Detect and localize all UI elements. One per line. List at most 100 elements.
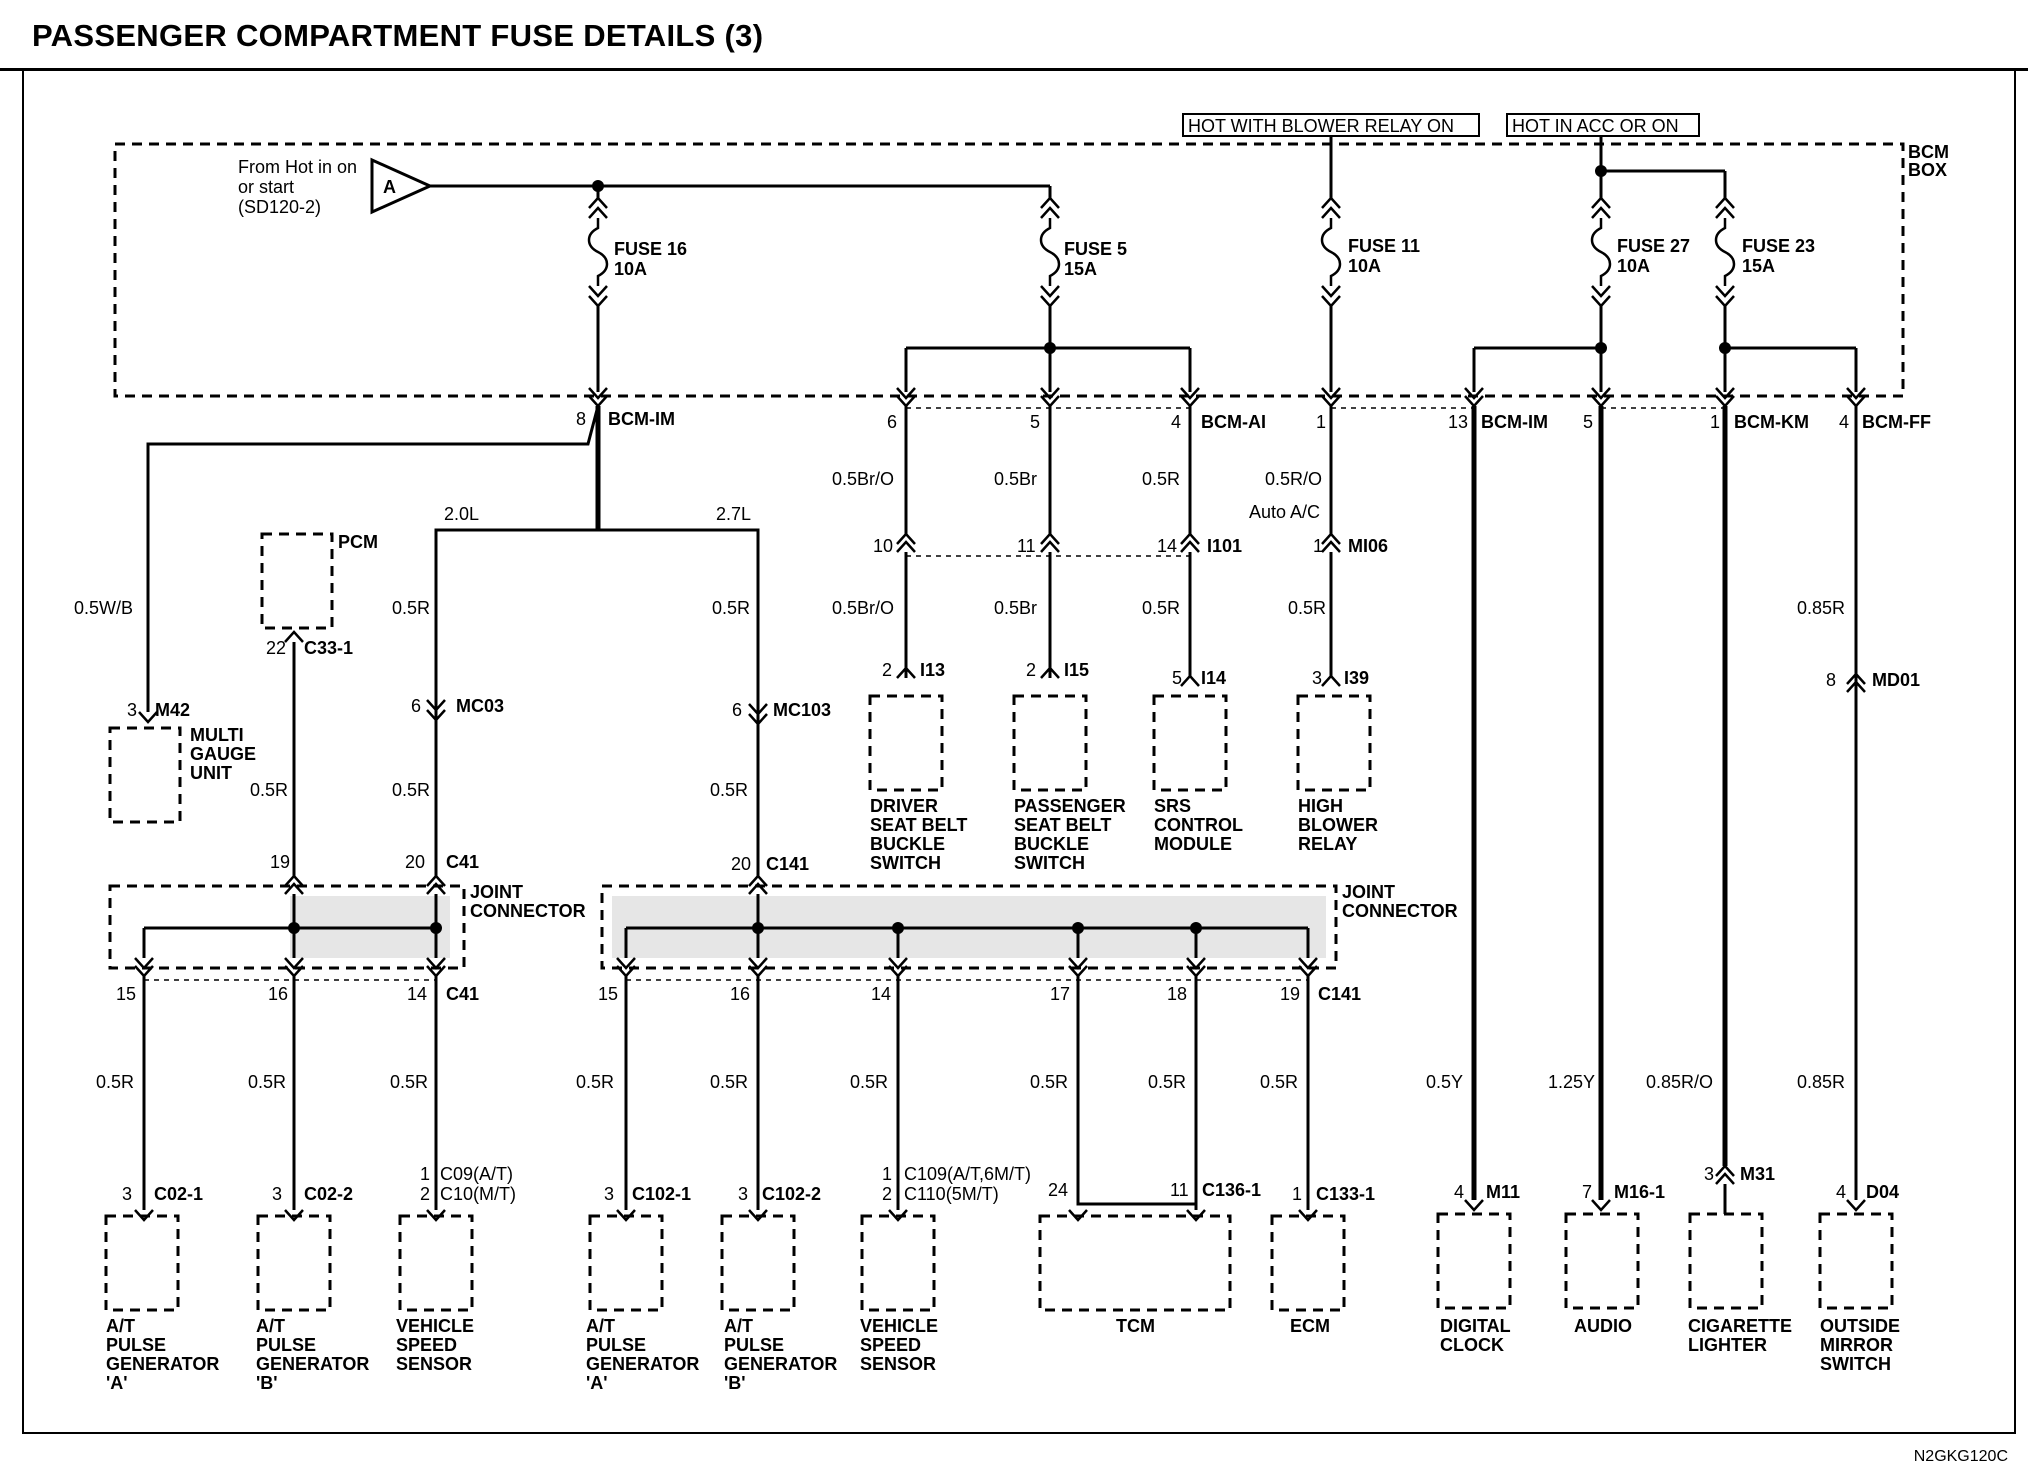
i14-pin: 5 <box>1172 668 1182 688</box>
chevron-icon <box>748 874 768 895</box>
c41-out-pin: 14 <box>407 984 427 1004</box>
wire-label: 0.5R <box>1260 1072 1298 1092</box>
passenger-seat-belt-switch <box>1012 694 1088 792</box>
wire-label: 0.5R/O <box>1265 469 1322 489</box>
i15-pin: 2 <box>1026 660 1036 680</box>
chevron-icon <box>426 874 446 895</box>
bcm-pin: 6 <box>887 412 897 432</box>
vehicle-speed-sensor-1 <box>398 1214 474 1312</box>
chevron-icon <box>748 703 768 726</box>
i15-conn: I15 <box>1064 660 1089 680</box>
i39-pin: 3 <box>1312 668 1322 688</box>
at-pulse-generator-b-2 <box>720 1214 796 1312</box>
high-blower-relay <box>1296 694 1372 792</box>
bcm-conn: BCM-IM <box>1481 412 1548 432</box>
c41-out-pin: 16 <box>268 984 288 1004</box>
tcm-label: TCM <box>1116 1316 1155 1336</box>
wire-label: 0.5R <box>850 1072 888 1092</box>
mc103-conn: MC103 <box>773 700 831 720</box>
wire-label: 0.5R <box>1142 469 1180 489</box>
at-pulse-generator-b-1 <box>256 1214 332 1312</box>
wire-label: 0.85R <box>1797 598 1845 618</box>
wire-label: 0.5R <box>1148 1072 1186 1092</box>
fuse-11-name: FUSE 11 <box>1348 236 1420 256</box>
bcm-pin: 5 <box>1030 412 1040 432</box>
source-triangle-icon <box>370 157 434 215</box>
splice-dot <box>592 180 604 192</box>
wire-label: 0.5R <box>390 1072 428 1092</box>
c021-pin: 3 <box>122 1184 132 1204</box>
vehicle-speed-sensor-2 <box>860 1214 936 1312</box>
c141-out-pin: 15 <box>598 984 618 1004</box>
fuse-5-name: FUSE 5 <box>1064 239 1127 259</box>
wire-label: Auto A/C <box>1249 502 1320 522</box>
mi06-conn: MI06 <box>1348 536 1388 556</box>
driver-seat-belt-switch <box>868 694 944 792</box>
splice-dot <box>1719 342 1731 354</box>
m31-pin: 3 <box>1704 1164 1714 1184</box>
bcm-conn: BCM-IM <box>608 409 675 429</box>
ecm-module <box>1270 1214 1346 1312</box>
bcm-pin: 4 <box>1171 412 1181 432</box>
jc1-label-2: CONNECTOR <box>470 901 586 921</box>
wire-label: 0.85R/O <box>1646 1072 1713 1092</box>
wire-label: 0.5Br/O <box>832 598 894 618</box>
c1331-conn: C133-1 <box>1316 1184 1375 1204</box>
cigarette-lighter-box <box>1688 1212 1764 1310</box>
c10-conn: C10(M/T) <box>440 1184 516 1204</box>
c41-conn: C41 <box>446 852 479 872</box>
bcm-box <box>113 142 1905 398</box>
c022-conn: C02-2 <box>304 1184 353 1204</box>
md01-conn: MD01 <box>1872 670 1920 690</box>
i14-conn: I14 <box>1201 668 1226 688</box>
bcm-pin: 5 <box>1583 412 1593 432</box>
bcm-conn: BCM-FF <box>1862 412 1931 432</box>
c09-pin: 1 <box>420 1164 430 1184</box>
mc03-pin: 6 <box>411 696 421 716</box>
pcm-label: PCM <box>338 532 378 552</box>
wire-label: 0.5R <box>250 780 288 800</box>
chevron-icon <box>426 699 446 722</box>
hot-acc-label: HOT IN ACC OR ON <box>1512 116 1679 136</box>
fuse-27-rating: 10A <box>1617 256 1650 276</box>
audio-box <box>1564 1212 1640 1310</box>
i39-conn: I39 <box>1344 668 1369 688</box>
wire-label: 0.85R <box>1797 1072 1845 1092</box>
c10-pin: 2 <box>420 1184 430 1204</box>
bcm-pin: 1 <box>1316 412 1326 432</box>
hot-blower-label: HOT WITH BLOWER RELAY ON <box>1188 116 1454 136</box>
bcm-pin: 1 <box>1710 412 1720 432</box>
m11-conn: M11 <box>1486 1182 1520 1202</box>
at-pulse-generator-a-2 <box>588 1214 664 1312</box>
wire-label: 0.5Br <box>994 469 1037 489</box>
c109-pin: 1 <box>882 1164 892 1184</box>
c110-pin: 2 <box>882 1184 892 1204</box>
d04-pin: 4 <box>1836 1182 1846 1202</box>
wire-label: 1.25Y <box>1548 1072 1595 1092</box>
fuse-16-name: FUSE 16 <box>614 239 687 259</box>
chevron-icon <box>284 874 304 895</box>
c1021-conn: C102-1 <box>632 1184 691 1204</box>
c1021-pin: 3 <box>604 1184 614 1204</box>
jc1-label-1: JOINT <box>470 882 523 902</box>
fuse-27: FUSE 27 10A <box>1590 196 1690 308</box>
tcm-module <box>1038 1214 1232 1312</box>
source-line1: From Hot in on <box>238 157 357 177</box>
fuse-23-name: FUSE 23 <box>1742 236 1815 256</box>
bcm-conn: BCM-AI <box>1201 412 1266 432</box>
bcm-box-label-1: BCM <box>1908 142 1949 162</box>
bottom-chevrons <box>134 1164 1866 1222</box>
chevron-icon <box>138 711 158 724</box>
c09-conn: C09(A/T) <box>440 1164 513 1184</box>
c41-pin: 19 <box>270 852 290 872</box>
i101-chevrons <box>896 532 1341 553</box>
chevron-icon <box>1846 672 1866 693</box>
seat-belt-chevrons <box>896 666 1341 687</box>
c1361-pin: 11 <box>1170 1180 1189 1200</box>
